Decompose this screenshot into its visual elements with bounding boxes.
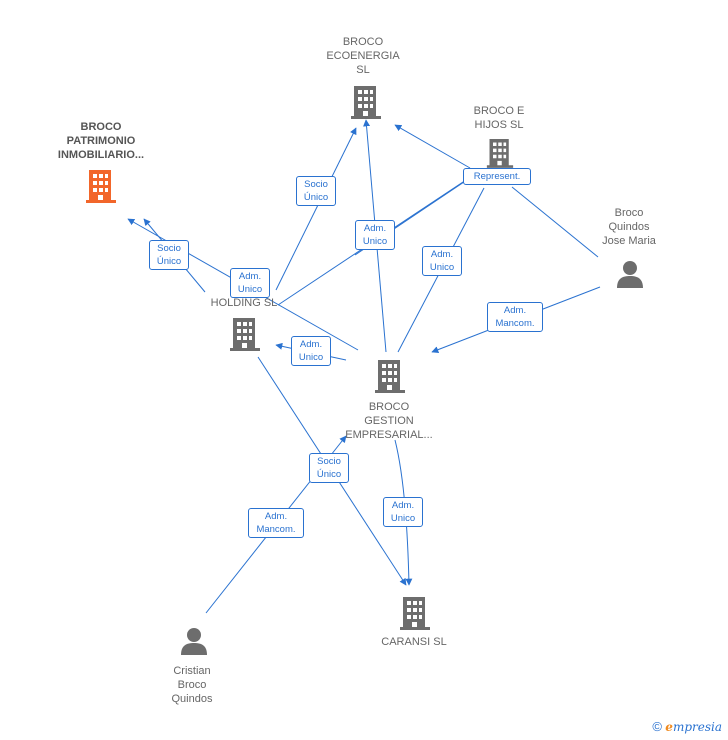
- edge-label-adm-mancom[interactable]: Adm. Mancom.: [487, 302, 543, 332]
- building-icon[interactable]: [350, 84, 382, 120]
- node-label: CARANSI SL: [381, 636, 447, 648]
- building-icon[interactable]: [229, 316, 261, 352]
- edge-label-adm-unico[interactable]: Adm. Unico: [230, 268, 270, 298]
- node-label: BROCO PATRIMONIO INMOBILIARIO...: [57, 121, 145, 161]
- edge-label-adm-mancom[interactable]: Adm. Mancom.: [248, 508, 304, 538]
- building-icon[interactable]: [374, 358, 406, 394]
- person-icon[interactable]: [179, 626, 209, 656]
- node-label: BROCO E HIJOS SL: [473, 105, 525, 131]
- node-jose-maria[interactable]: Broco Quindos Jose Maria: [588, 206, 670, 248]
- brand-logo-e: e: [665, 720, 673, 734]
- edge-label-socio-unico[interactable]: Socio Único: [309, 453, 349, 483]
- building-icon[interactable]: [399, 595, 431, 631]
- node-label: BROCO ECOENERGIA SL: [326, 36, 400, 76]
- node-broco-ecoenergia[interactable]: BROCO ECOENERGIA SL: [318, 35, 408, 77]
- node-caransi[interactable]: CARANSI SL: [368, 635, 460, 649]
- edge-label-adm-unico[interactable]: Adm. Unico: [291, 336, 331, 366]
- edge-label-socio-unico[interactable]: Socio Único: [296, 176, 336, 206]
- node-broco-patrimonio[interactable]: BROCO PATRIMONIO INMOBILIARIO...: [46, 120, 156, 162]
- edge-label-socio-unico[interactable]: Socio Único: [149, 240, 189, 270]
- building-icon[interactable]: [486, 136, 514, 170]
- copyright-icon: ©: [652, 719, 662, 734]
- node-label: BROCO GESTION EMPRESARIAL...: [345, 401, 433, 441]
- edge-label-adm-unico[interactable]: Adm. Unico: [355, 220, 395, 250]
- edge-hijos-ecoenergia: [394, 124, 471, 169]
- building-icon[interactable]: [85, 168, 117, 204]
- node-label: Broco Quindos Jose Maria: [602, 207, 656, 247]
- edge-label-adm-unico[interactable]: Adm. Unico: [422, 246, 462, 276]
- node-broco-e-hijos[interactable]: BROCO E HIJOS SL: [456, 104, 542, 132]
- edge-hijos-jose: [511, 186, 599, 258]
- edge-label-represent[interactable]: Represent.: [463, 168, 531, 185]
- node-broco-gestion[interactable]: BROCO GESTION EMPRESARIAL...: [334, 400, 444, 442]
- node-cristian[interactable]: Cristian Broco Quindos: [150, 664, 234, 706]
- node-label: Cristian Broco Quindos: [171, 665, 213, 705]
- edge-label-adm-unico[interactable]: Adm. Unico: [383, 497, 423, 527]
- person-icon[interactable]: [615, 259, 645, 289]
- brand-logo-text: mpresia: [672, 720, 722, 734]
- brand-footer[interactable]: © empresia: [652, 719, 722, 734]
- edge-holding-ecoenergia: [275, 127, 357, 291]
